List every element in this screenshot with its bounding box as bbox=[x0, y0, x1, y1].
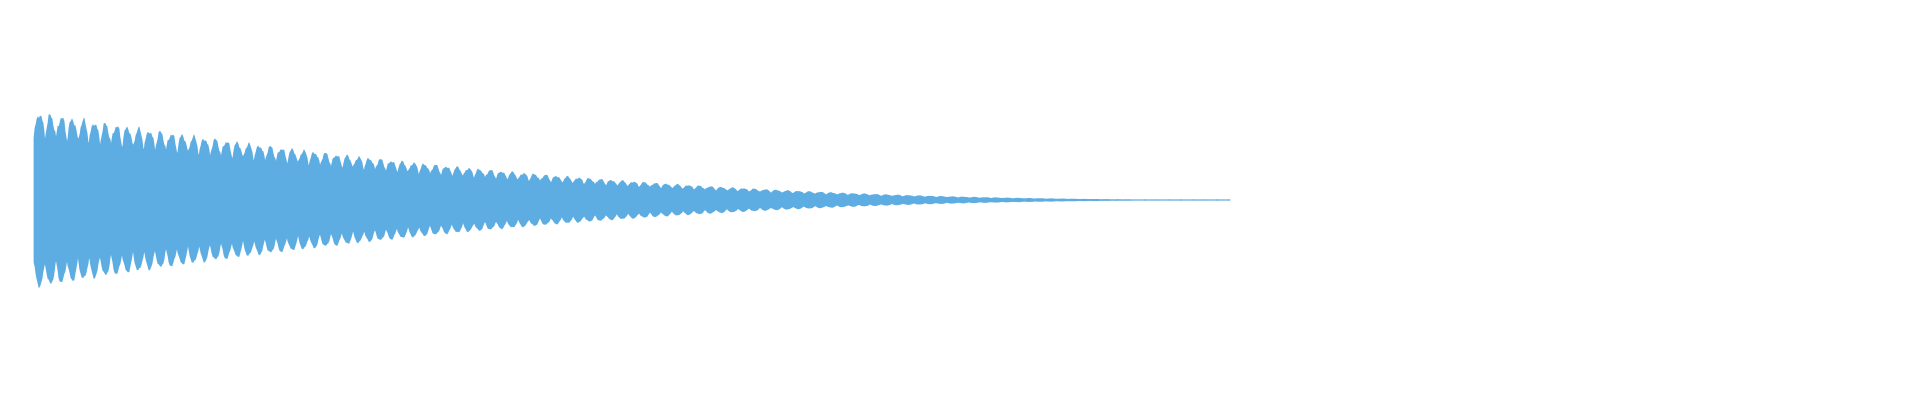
waveform-tail-dot bbox=[1156, 199, 1158, 201]
waveform-tail-dots bbox=[1030, 199, 1230, 201]
waveform-tail-dot bbox=[1180, 199, 1182, 201]
waveform-tail-dot bbox=[1192, 199, 1194, 201]
waveform-tail-dot bbox=[1204, 199, 1206, 201]
waveform-tail-dot bbox=[1216, 199, 1218, 201]
waveform-tail-dot bbox=[1228, 199, 1230, 201]
waveform-tail-dot bbox=[1168, 199, 1170, 201]
waveform-tail-dot bbox=[1144, 199, 1146, 201]
waveform-body bbox=[33, 114, 1231, 288]
waveform-path bbox=[33, 114, 1231, 288]
